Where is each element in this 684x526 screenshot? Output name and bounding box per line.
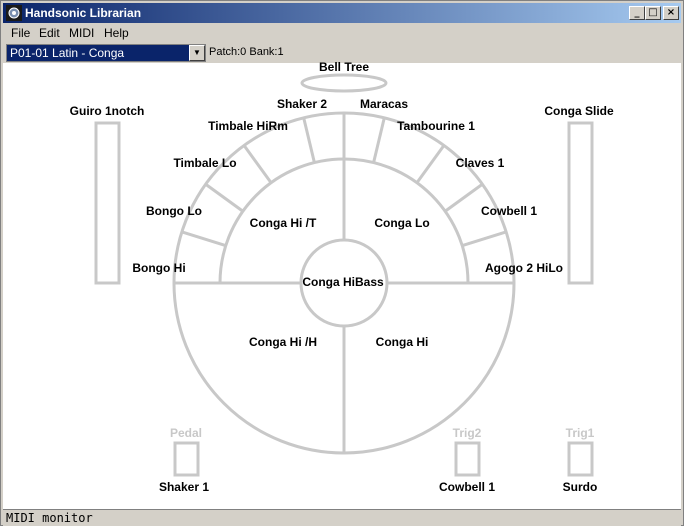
label-agogo: Agogo 2 HiLo <box>485 261 563 275</box>
menu-midi[interactable]: MIDI <box>69 26 95 40</box>
label-claves: Claves 1 <box>455 156 505 170</box>
close-button[interactable]: × <box>663 6 679 20</box>
label-maracas: Maracas <box>359 97 409 111</box>
maximize-button[interactable]: □ <box>645 6 661 20</box>
label-conga-hi-t: Conga Hi /T <box>249 216 317 230</box>
pad-bell-tree[interactable] <box>300 73 388 93</box>
label-trig2-sound: Cowbell 1 <box>438 480 496 494</box>
label-bell-tree: Bell Tree <box>318 60 370 74</box>
menu-help[interactable]: Help <box>104 26 129 40</box>
label-pedal-sound: Shaker 1 <box>158 480 210 494</box>
window-title: Handsonic Librarian <box>25 6 142 20</box>
pad-layout-canvas: Bell Tree Guiro 1notch Conga Slide Shake… <box>3 60 681 509</box>
label-conga-hibass: Conga HiBass <box>302 275 384 289</box>
label-bongo-lo: Bongo Lo <box>146 204 202 218</box>
minimize-button[interactable]: _ <box>629 6 645 20</box>
toolbar: P01-01 Latin - Conga ▼ Patch:0 Bank:1 <box>3 43 681 63</box>
status-bar: MIDI monitor <box>3 509 681 526</box>
label-conga-lo: Conga Lo <box>374 216 430 230</box>
label-tambourine: Tambourine 1 <box>397 119 475 133</box>
trigger-pedal-pad[interactable] <box>173 441 200 477</box>
menu-edit[interactable]: Edit <box>39 26 60 40</box>
label-timbale-lo: Timbale Lo <box>173 156 237 170</box>
app-icon <box>6 5 22 21</box>
patch-select[interactable]: P01-01 Latin - Conga ▼ <box>6 44 206 62</box>
patch-select-value: P01-01 Latin - Conga <box>10 46 125 60</box>
label-guiro: Guiro 1notch <box>69 104 145 118</box>
label-conga-hi: Conga Hi <box>375 335 429 349</box>
pad-guiro[interactable] <box>94 121 121 285</box>
label-conga-slide: Conga Slide <box>544 104 614 118</box>
patch-info: Patch:0 Bank:1 <box>209 46 284 58</box>
pad-conga-hibass[interactable] <box>299 238 389 328</box>
label-bongo-hi: Bongo Hi <box>132 261 186 275</box>
status-text: MIDI monitor <box>6 511 93 525</box>
title-bar[interactable]: Handsonic Librarian _ □ × <box>3 3 681 23</box>
trigger-trig1-pad[interactable] <box>567 441 594 477</box>
label-cowbell1-ring: Cowbell 1 <box>480 204 538 218</box>
menu-file[interactable]: File <box>11 26 31 40</box>
dropdown-arrow-icon[interactable]: ▼ <box>189 45 205 61</box>
label-trigger-trig1: Trig1 <box>565 426 595 440</box>
label-conga-hi-h: Conga Hi /H <box>249 335 317 349</box>
label-trigger-trig2: Trig2 <box>452 426 482 440</box>
menu-bar: File Edit MIDI Help <box>3 24 681 42</box>
pad-layout-graphic <box>94 73 594 477</box>
label-trig1-sound: Surdo <box>562 480 598 494</box>
label-timbale-hirm: Timbale HiRm <box>208 119 288 133</box>
label-shaker2: Shaker 2 <box>276 97 328 111</box>
trigger-trig2-pad[interactable] <box>454 441 481 477</box>
label-trigger-pedal: Pedal <box>169 426 203 440</box>
pad-conga-slide[interactable] <box>567 121 594 285</box>
